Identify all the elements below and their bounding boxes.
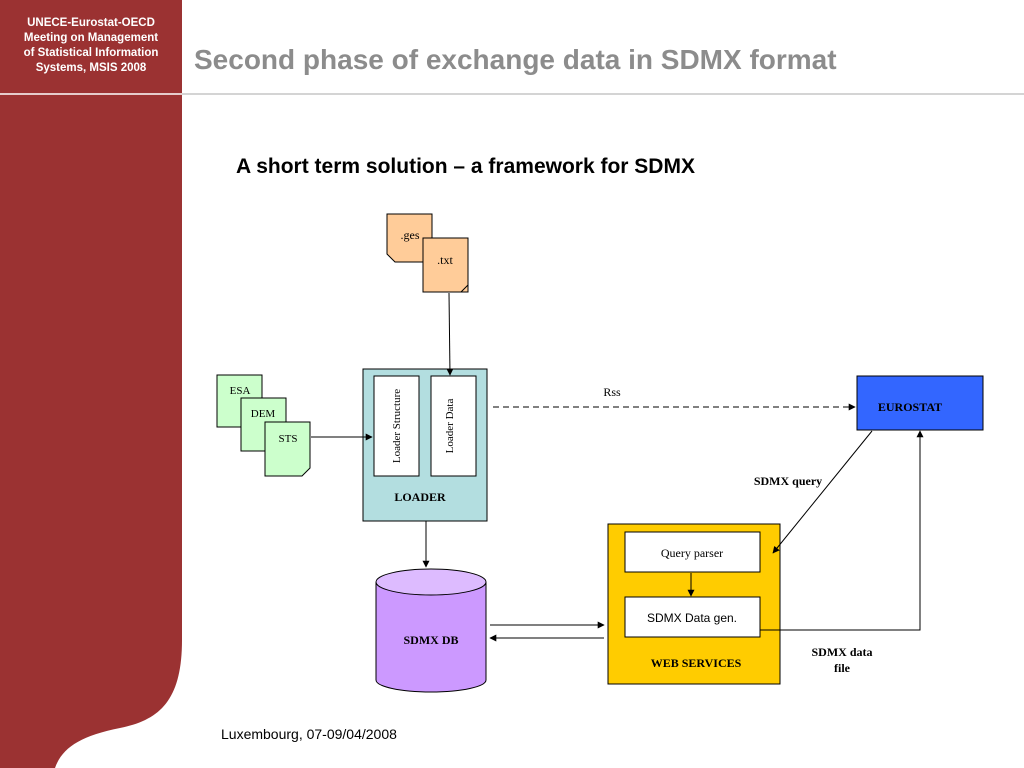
ges-file-label: .ges (401, 228, 420, 242)
loader-structure-label: Loader Structure (391, 389, 403, 463)
org-line: of Statistical Information (23, 47, 159, 59)
esa-file-label: ESA (230, 385, 251, 397)
footer-location-date: Luxembourg, 07-09/04/2008 (221, 726, 397, 742)
data-gen-label: SDMX Data gen. (647, 611, 737, 625)
ges-file-icon: .ges (386, 213, 433, 263)
slide-subtitle: A short term solution – a framework for … (236, 155, 695, 178)
org-line: Systems, MSIS 2008 (35, 62, 147, 74)
sdmx-query-label: SDMX query (754, 474, 822, 488)
sdmx-data-file-label-line2: file (834, 661, 851, 675)
data-gen-box (624, 596, 761, 638)
organization-name: UNECE-Eurostat-OECD Meeting on Managemen… (0, 16, 182, 76)
rss-label: Rss (603, 385, 621, 399)
sdmx-db-label: SDMX DB (403, 633, 458, 647)
loader-structure-box (373, 375, 420, 477)
slide-title: Second phase of exchange data in SDMX fo… (194, 44, 837, 75)
sts-file-icon: STS (264, 421, 311, 477)
txt-file-label: .txt (437, 253, 453, 267)
eurostat-box (856, 375, 984, 431)
eurostat-label: EUROSTAT (878, 400, 942, 414)
arrow-datagen-to-eurostat (760, 430, 924, 631)
org-line: Meeting on Management (23, 32, 159, 44)
sdmx-data-file-label-line1: SDMX data (811, 645, 872, 659)
query-parser-box (624, 531, 761, 573)
loader-data-label: Loader Data (444, 399, 456, 454)
org-line: UNECE-Eurostat-OECD (27, 17, 155, 29)
dem-file-label: DEM (251, 408, 276, 420)
arrow-eurostat-to-query-parser (772, 430, 873, 554)
loader-label: LOADER (394, 490, 446, 504)
web-services-label: WEB SERVICES (651, 656, 742, 670)
arrow-txt-to-loader-data (446, 292, 454, 376)
sts-file-label: STS (279, 433, 298, 445)
txt-file-icon: .txt (422, 237, 469, 293)
query-parser-label: Query parser (661, 546, 723, 560)
sidebar-band (0, 0, 182, 768)
loader-data-box (430, 375, 477, 477)
sdmx-db-cylinder: SDMX DB (375, 568, 487, 693)
